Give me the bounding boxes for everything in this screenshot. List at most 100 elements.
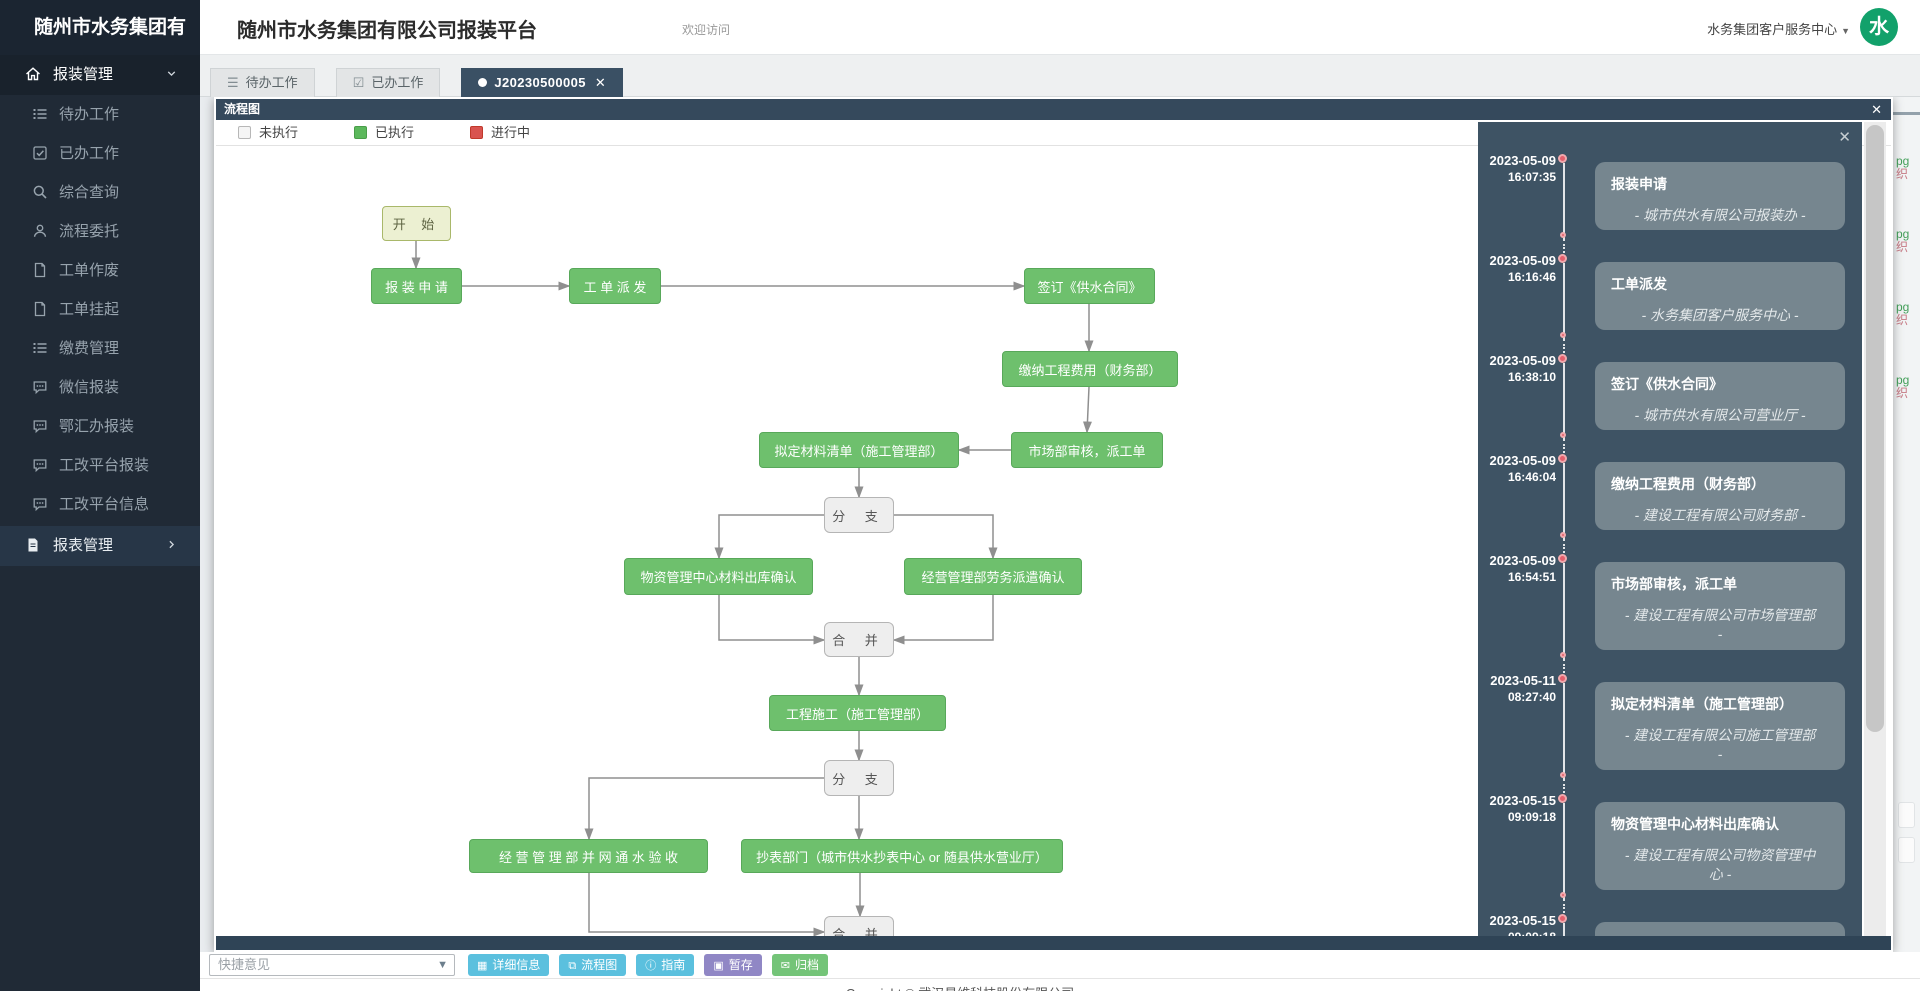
dialog-scrollbar[interactable]	[1864, 122, 1886, 936]
avatar[interactable]: 水	[1860, 8, 1898, 46]
timeline-time: 16:46:04	[1507, 470, 1556, 484]
timeline-card-title: 报装申请	[1611, 176, 1667, 192]
sidebar-group-reports[interactable]: 报表管理	[0, 526, 200, 566]
flow-node[interactable]: 工 单 派 发	[569, 268, 661, 304]
flow-node[interactable]: 合 并	[824, 916, 894, 936]
timeline-time: 16:07:35	[1507, 170, 1556, 184]
sidebar-group-install-management[interactable]: 报装管理	[0, 55, 200, 95]
sidebar-item-综合查询[interactable]: 综合查询	[0, 173, 200, 212]
flow-edge	[584, 777, 824, 841]
timeline-card-dept: - 城市供水有限公司报装办 -	[1634, 207, 1806, 223]
tab-J20230500005[interactable]: J20230500005 ✕	[461, 68, 624, 97]
toolbar-button-归档[interactable]: ✉归档	[771, 954, 828, 976]
timeline-card-dept: - 建设工程有限公司物资管理中心 -	[1624, 847, 1816, 882]
user-menu[interactable]: 水务集团客户服务中心▼	[1707, 19, 1850, 38]
flow-node[interactable]: 工程施工（施工管理部）	[769, 695, 946, 731]
toolbar-button-暂存[interactable]: ▣暂存	[704, 954, 762, 976]
sidebar-item-待办工作[interactable]: 待办工作	[0, 95, 200, 134]
timeline-card-title: 缴纳工程费用（财务部）	[1611, 476, 1765, 492]
timeline-line	[1563, 563, 1565, 661]
sidebar-reports-label: 报表管理	[53, 537, 114, 554]
flow-node[interactable]: 分 支	[824, 497, 894, 533]
timeline-card-title: 物资管理中心材料出库确认	[1611, 816, 1779, 832]
timeline-card-dept: - 建设工程有限公司财务部 -	[1634, 507, 1806, 523]
timeline-card: 缴纳工程费用（财务部） - 建设工程有限公司财务部 -	[1595, 462, 1845, 530]
timeline-card-dept: - 城市供水有限公司营业厅 -	[1634, 407, 1806, 423]
flow-node[interactable]: 合 并	[824, 622, 894, 657]
dialog-titlebar[interactable]: 流程图 ✕	[216, 99, 1891, 120]
timeline-line	[1563, 463, 1565, 541]
scrollbar-thumb[interactable]	[1866, 125, 1884, 732]
legend-label: 已执行	[375, 125, 415, 140]
sidebar-item-工单作废[interactable]: 工单作废	[0, 251, 200, 290]
sidebar-item-label: 鄂汇办报装	[59, 418, 135, 435]
button-label: 详细信息	[492, 958, 541, 972]
background-text: 织	[1896, 313, 1909, 327]
flow-node[interactable]: 拟定材料清单（施工管理部）	[759, 432, 959, 468]
flow-edges	[411, 241, 1094, 936]
file-icon	[32, 262, 48, 278]
sidebar-item-label: 工单挂起	[59, 301, 120, 318]
sidebar-item-工改平台信息[interactable]: 工改平台信息	[0, 485, 200, 524]
timeline-dot	[1558, 914, 1567, 923]
background-text: 织	[1896, 240, 1909, 254]
tab-close-icon[interactable]: ✕	[594, 75, 607, 90]
timeline-date: 2023-05-15	[1489, 793, 1557, 808]
flow-node[interactable]: 经营管理部劳务派遣确认	[904, 558, 1082, 595]
tab-active-dot-icon	[478, 78, 488, 87]
sidebar-item-工改平台报装[interactable]: 工改平台报装	[0, 446, 200, 485]
sidebar-item-流程委托[interactable]: 流程委托	[0, 212, 200, 251]
sidebar-item-已办工作[interactable]: 已办工作	[0, 134, 200, 173]
quick-opinion-select[interactable]: 快捷意见 ▼	[209, 954, 455, 976]
background-text: pg	[1896, 154, 1910, 168]
sidebar-item-工单挂起[interactable]: 工单挂起	[0, 290, 200, 329]
flow-node[interactable]: 开 始	[382, 206, 451, 241]
sidebar-item-label: 工改平台报装	[59, 457, 150, 474]
tab-label: 已办工作	[371, 75, 424, 90]
company-logo: 随州市水务集团有	[0, 0, 200, 55]
legend-item-未执行: 未执行	[238, 120, 298, 146]
toolbar-button-详细信息[interactable]: ▦详细信息	[468, 954, 550, 976]
sidebar-item-缴费管理[interactable]: 缴费管理	[0, 329, 200, 368]
flow-edge	[894, 514, 998, 560]
page-title: 随州市水务集团有限公司报装平台	[237, 20, 537, 42]
chat-icon	[32, 418, 48, 434]
sidebar: 随州市水务集团有 报装管理 待办工作已办工作综合查询流程委托工单作废工单挂起缴费…	[0, 0, 200, 991]
timeline-time: 16:16:46	[1507, 270, 1556, 284]
button-icon: ⧉	[568, 960, 577, 972]
tab-label: 待办工作	[245, 75, 298, 90]
timeline-dot	[1558, 254, 1567, 263]
flow-edge	[718, 595, 826, 645]
flow-node[interactable]: 抄表部门（城市供水抄表中心 or 随县供水营业厅）	[741, 839, 1063, 873]
timeline-small-dot	[1560, 232, 1566, 238]
sidebar-item-label: 综合查询	[59, 184, 120, 201]
welcome-text: 欢迎访问	[682, 23, 731, 37]
timeline-small-dot	[1560, 332, 1566, 338]
tab-待办工作[interactable]: ☰待办工作	[210, 68, 315, 97]
timeline-dotted-line	[1563, 664, 1565, 677]
sidebar-item-label: 微信报装	[59, 379, 120, 396]
timeline-dot	[1558, 354, 1567, 363]
flow-node[interactable]: 物资管理中心材料出库确认	[624, 558, 813, 595]
flow-node[interactable]: 市场部审核，派工单	[1011, 432, 1163, 468]
timeline-dot	[1558, 554, 1567, 563]
sidebar-item-鄂汇办报装[interactable]: 鄂汇办报装	[0, 407, 200, 446]
flow-node[interactable]: 缴纳工程费用（财务部）	[1002, 351, 1178, 387]
panel-close-icon[interactable]: ✕	[1838, 129, 1851, 146]
timeline-dotted-line	[1563, 904, 1565, 917]
flow-node[interactable]: 签订《供水合同》	[1024, 268, 1155, 304]
tab-label: J20230500005	[494, 75, 586, 90]
button-label: 流程图	[581, 958, 618, 972]
flow-node[interactable]: 分 支	[824, 760, 894, 796]
timeline-card-dept: - 水务集团客户服务中心 -	[1641, 307, 1799, 323]
dialog-close-icon[interactable]: ✕	[1871, 102, 1882, 117]
quick-opinion-placeholder: 快捷意见	[218, 957, 271, 972]
flow-node[interactable]: 经 营 管 理 部 并 网 通 水 验 收	[469, 839, 708, 873]
flow-node[interactable]: 报 装 申 请	[371, 268, 462, 304]
timeline-card-dept: - 建设工程有限公司市场管理部 -	[1624, 607, 1816, 642]
tab-已办工作[interactable]: ☑已办工作	[335, 68, 441, 97]
toolbar-button-流程图[interactable]: ⧉ 流程图	[559, 954, 627, 976]
sidebar-item-微信报装[interactable]: 微信报装	[0, 368, 200, 407]
